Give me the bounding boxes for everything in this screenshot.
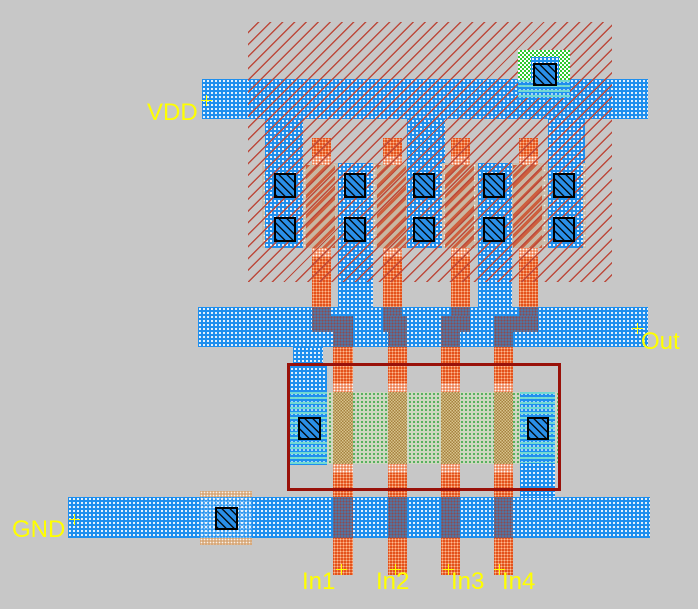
in3-label-marker [443, 564, 454, 575]
pmos-contact-1b [274, 217, 296, 242]
pmos-contact-2a [344, 173, 366, 198]
poly4-edge-c [494, 383, 513, 392]
vdd-label-marker [201, 95, 212, 106]
poly4-edge-d [494, 464, 513, 473]
gnd-label[interactable]: GND [12, 516, 66, 543]
in2-label-marker [390, 564, 401, 575]
in4-label[interactable]: In4 [502, 568, 536, 595]
nmos-gate-1 [333, 392, 353, 464]
poly3-tail [441, 538, 460, 575]
out-rail [198, 307, 648, 347]
poly2-gnd-cross [388, 497, 407, 538]
vdd-label[interactable]: VDD [147, 99, 198, 126]
poly2-edge-c [388, 383, 407, 392]
poly1-low2 [333, 473, 353, 497]
poly1-edge-c [333, 383, 353, 392]
poly2-tail [388, 538, 407, 575]
poly1-out-cross-lower [333, 316, 353, 347]
poly4-tail [494, 538, 513, 575]
gnd-label-marker [69, 514, 80, 525]
nmos-right-metal [520, 463, 555, 498]
nwell-tap-diff-metal [518, 80, 570, 98]
nmos-left-metal [290, 363, 327, 393]
nmos-right-contact [527, 417, 549, 440]
pmos-contact-1a [274, 173, 296, 198]
pmos-contact-5b [553, 217, 575, 242]
poly4-low2 [494, 473, 513, 497]
nmos-gate-2 [388, 392, 407, 464]
substrate-tap-diff-top [200, 491, 252, 497]
out-label[interactable]: Out [641, 328, 680, 355]
poly4-out-cross-lower [494, 316, 513, 347]
poly3-out-cross-lower [441, 316, 460, 347]
nmos-left-contact [298, 417, 321, 440]
poly2-low2 [388, 473, 407, 497]
in3-label[interactable]: In3 [451, 568, 485, 595]
in2-label[interactable]: In2 [376, 568, 410, 595]
out-label-marker [632, 323, 643, 334]
poly3-gnd-cross [441, 497, 460, 538]
poly3-low2 [441, 473, 460, 497]
gnd-rail [68, 497, 650, 538]
in4-label-marker [494, 564, 505, 575]
nmos-gate-4 [494, 392, 513, 464]
in1-label-marker [336, 564, 347, 575]
nwell-tap-contact [533, 63, 557, 86]
poly3-edge-c [441, 383, 460, 392]
substrate-tap-contact [215, 507, 238, 530]
poly2-out-cross-lower [388, 316, 407, 347]
pmos-contact-4b [483, 217, 505, 242]
out-to-nmos-stub [293, 347, 323, 364]
poly1-edge-d [333, 464, 353, 473]
pmos-contact-3a [413, 173, 435, 198]
poly3-edge-d [441, 464, 460, 473]
pmos-contact-4a [483, 173, 505, 198]
nmos-right-diff-metal [520, 392, 555, 463]
poly4-gnd-cross [494, 497, 513, 538]
pmos-contact-2b [344, 217, 366, 242]
pmos-contact-5a [553, 173, 575, 198]
pmos-contact-3b [413, 217, 435, 242]
poly1-gnd-cross [333, 497, 353, 538]
poly2-edge-d [388, 464, 407, 473]
nmos-gate-3 [441, 392, 460, 464]
substrate-tap-diff-bottom [200, 538, 252, 545]
poly1-tail [333, 538, 353, 575]
nmos-highlight-box [287, 363, 561, 491]
in1-label[interactable]: In1 [302, 568, 336, 595]
